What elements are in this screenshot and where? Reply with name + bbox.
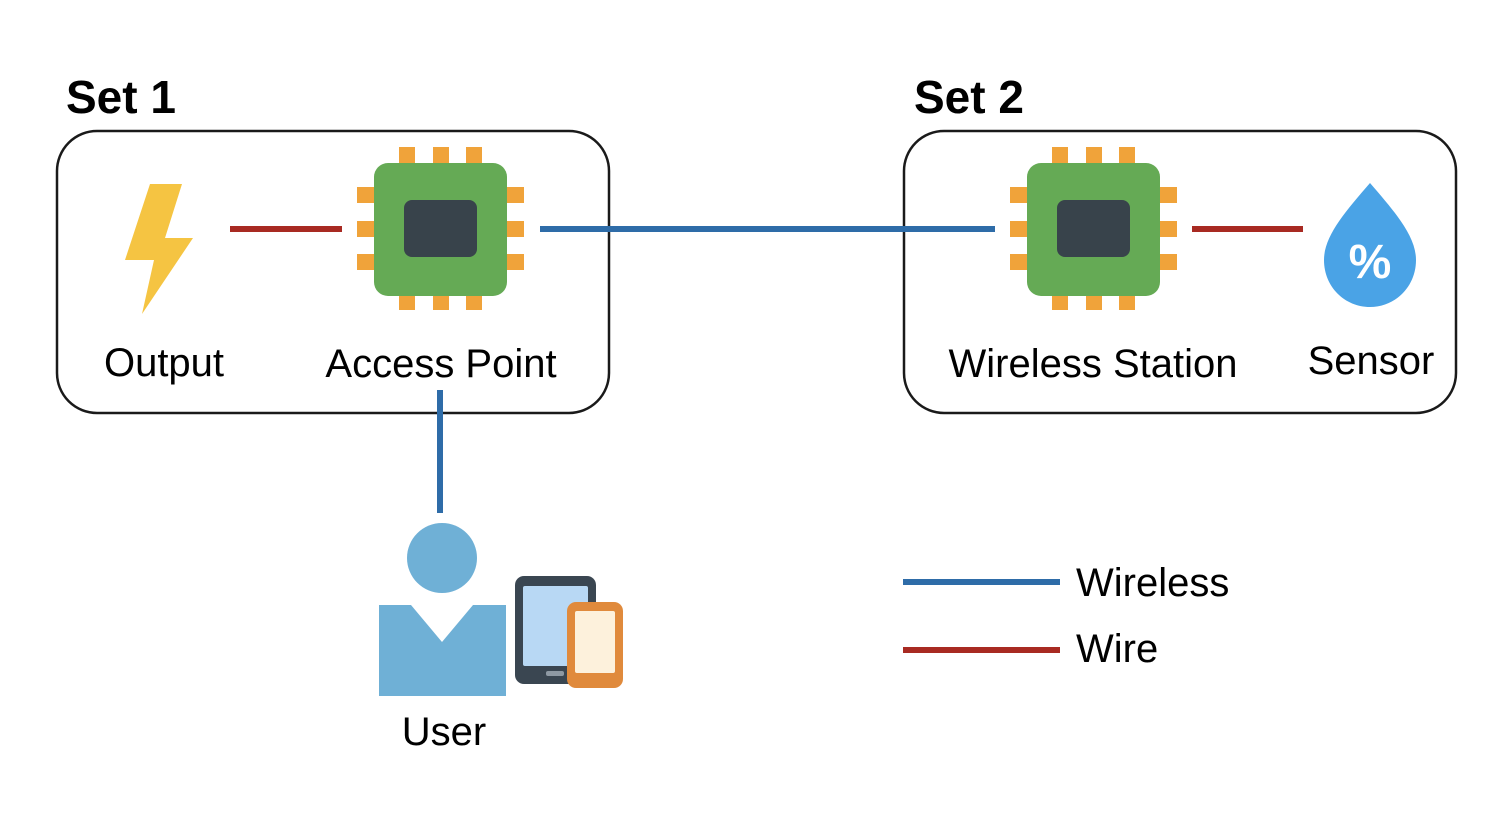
microchip-icon <box>357 147 524 310</box>
legend: Wireless Wire <box>903 561 1229 671</box>
set-2-box <box>902 129 1458 415</box>
access-point-label: Access Point <box>325 342 556 386</box>
legend-wireless-label: Wireless <box>1076 561 1229 605</box>
humidity-drop-icon <box>1324 183 1416 307</box>
user-icon <box>379 523 506 696</box>
access-point-node: Access Point <box>325 147 557 386</box>
legend-wire-label: Wire <box>1076 627 1158 671</box>
set-1-box <box>55 129 611 415</box>
microchip-icon <box>1010 147 1177 310</box>
lightning-bolt-icon <box>125 184 193 314</box>
set-1-title: Set 1 <box>66 71 176 123</box>
user-node: User <box>379 523 623 754</box>
wireless-station-label: Wireless Station <box>949 342 1238 386</box>
output-node: Output <box>104 184 224 385</box>
smartphone-icon <box>567 602 623 688</box>
user-label: User <box>402 710 486 754</box>
sensor-node: % Sensor <box>1308 183 1435 383</box>
sensor-label: Sensor <box>1308 339 1435 383</box>
wireless-station-node: Wireless Station <box>949 147 1238 386</box>
percent-symbol: % <box>1349 236 1392 289</box>
output-label: Output <box>104 341 224 385</box>
set-2-title: Set 2 <box>914 71 1024 123</box>
